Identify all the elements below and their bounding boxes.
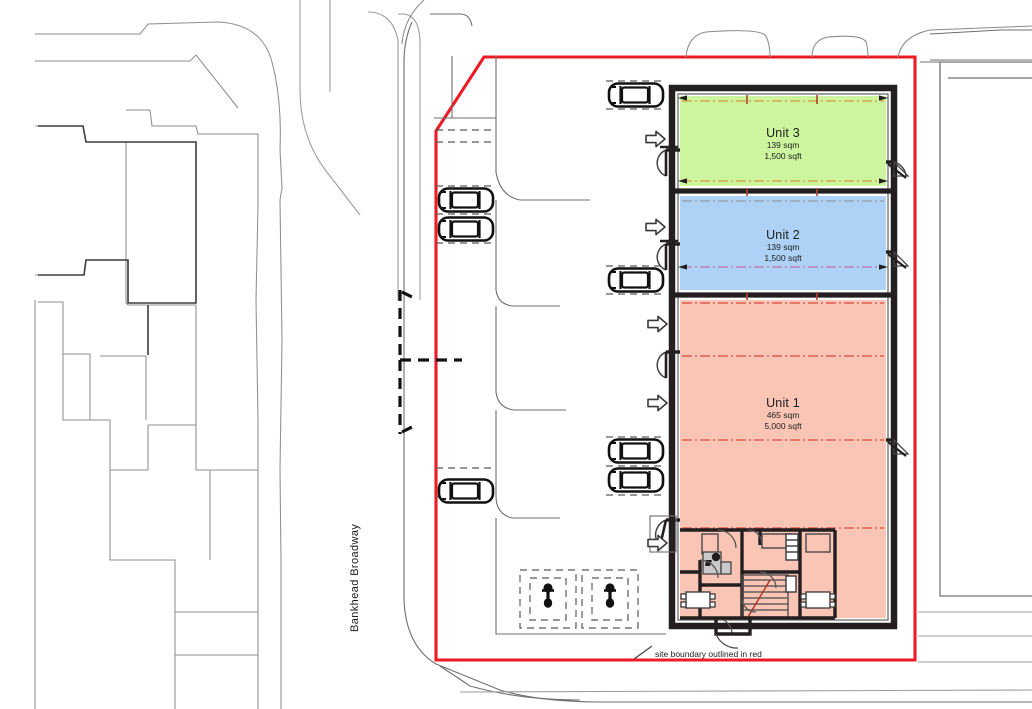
- riser-shaft: [785, 533, 799, 561]
- unit-grid-lines: [682, 100, 884, 529]
- entrance-lobby: [680, 616, 835, 636]
- unit-1-title: Unit 1: [766, 396, 800, 410]
- grid-dimension-arrows: [678, 95, 888, 270]
- caption-leader-line: [633, 645, 653, 660]
- context-road-lines: [299, 0, 421, 300]
- wc-fitting: [785, 575, 797, 593]
- unit-2-floor: [680, 196, 886, 290]
- unit-1-area-sqm: 465 sqm: [766, 410, 800, 420]
- door-east-unit3: [886, 160, 910, 179]
- context-building-right: [939, 61, 1032, 597]
- site-boundary-red: [434, 55, 917, 662]
- unit1-internal-fitout: [680, 528, 837, 649]
- site-boundary-note: site boundary outlined in red: [655, 649, 762, 659]
- unit-1-area-sqft: 5,000 sqft: [764, 421, 802, 431]
- context-linework-left: [34, 21, 283, 709]
- unit-3-label-group: Unit 3 139 sqm 1,500 sqft: [700, 126, 866, 162]
- context-plot-outline: [38, 125, 197, 355]
- door-east-unit1: [886, 438, 910, 457]
- context-landscape-top: [401, 0, 1032, 58]
- motorcycle-bays: [519, 569, 639, 629]
- grid-tick-marks: [746, 95, 818, 300]
- door-west-unit3: [656, 145, 680, 177]
- unit-2-title: Unit 2: [766, 228, 800, 242]
- street-name-label: Bankhead Broadway: [349, 523, 361, 632]
- unit-3-floor: [680, 96, 886, 186]
- unit-3-area-sqft: 1,500 sqft: [764, 151, 802, 161]
- unit-3-area-sqm: 139 sqm: [766, 140, 800, 150]
- unit-1-label-group: Unit 1 465 sqm 5,000 sqft: [700, 396, 866, 432]
- unit-2-label-group: Unit 2 139 sqm 1,500 sqft: [700, 228, 866, 264]
- unit-2-area-sqm: 139 sqm: [766, 242, 800, 252]
- door-west-unit1-upper: [656, 350, 680, 379]
- unit-3-title: Unit 3: [766, 126, 800, 140]
- meeting-table-right: [800, 591, 836, 609]
- motorcycle-symbols: [540, 582, 618, 610]
- site-access-dashed: [398, 290, 462, 434]
- meeting-table-left: [680, 591, 716, 609]
- unit-2-area-sqft: 1,500 sqft: [764, 253, 802, 263]
- door-west-unit2: [656, 239, 680, 271]
- context-roadlines-right: [459, 611, 1032, 693]
- building-outer-wall: [668, 84, 898, 630]
- building-inner-wall-line: [677, 93, 889, 621]
- door-east-unit2: [886, 250, 910, 269]
- unit-party-walls: [674, 188, 892, 298]
- parking-bay-markings: [436, 80, 666, 498]
- parked-cars: [437, 82, 665, 504]
- site-kerb-linework: [403, 13, 1032, 703]
